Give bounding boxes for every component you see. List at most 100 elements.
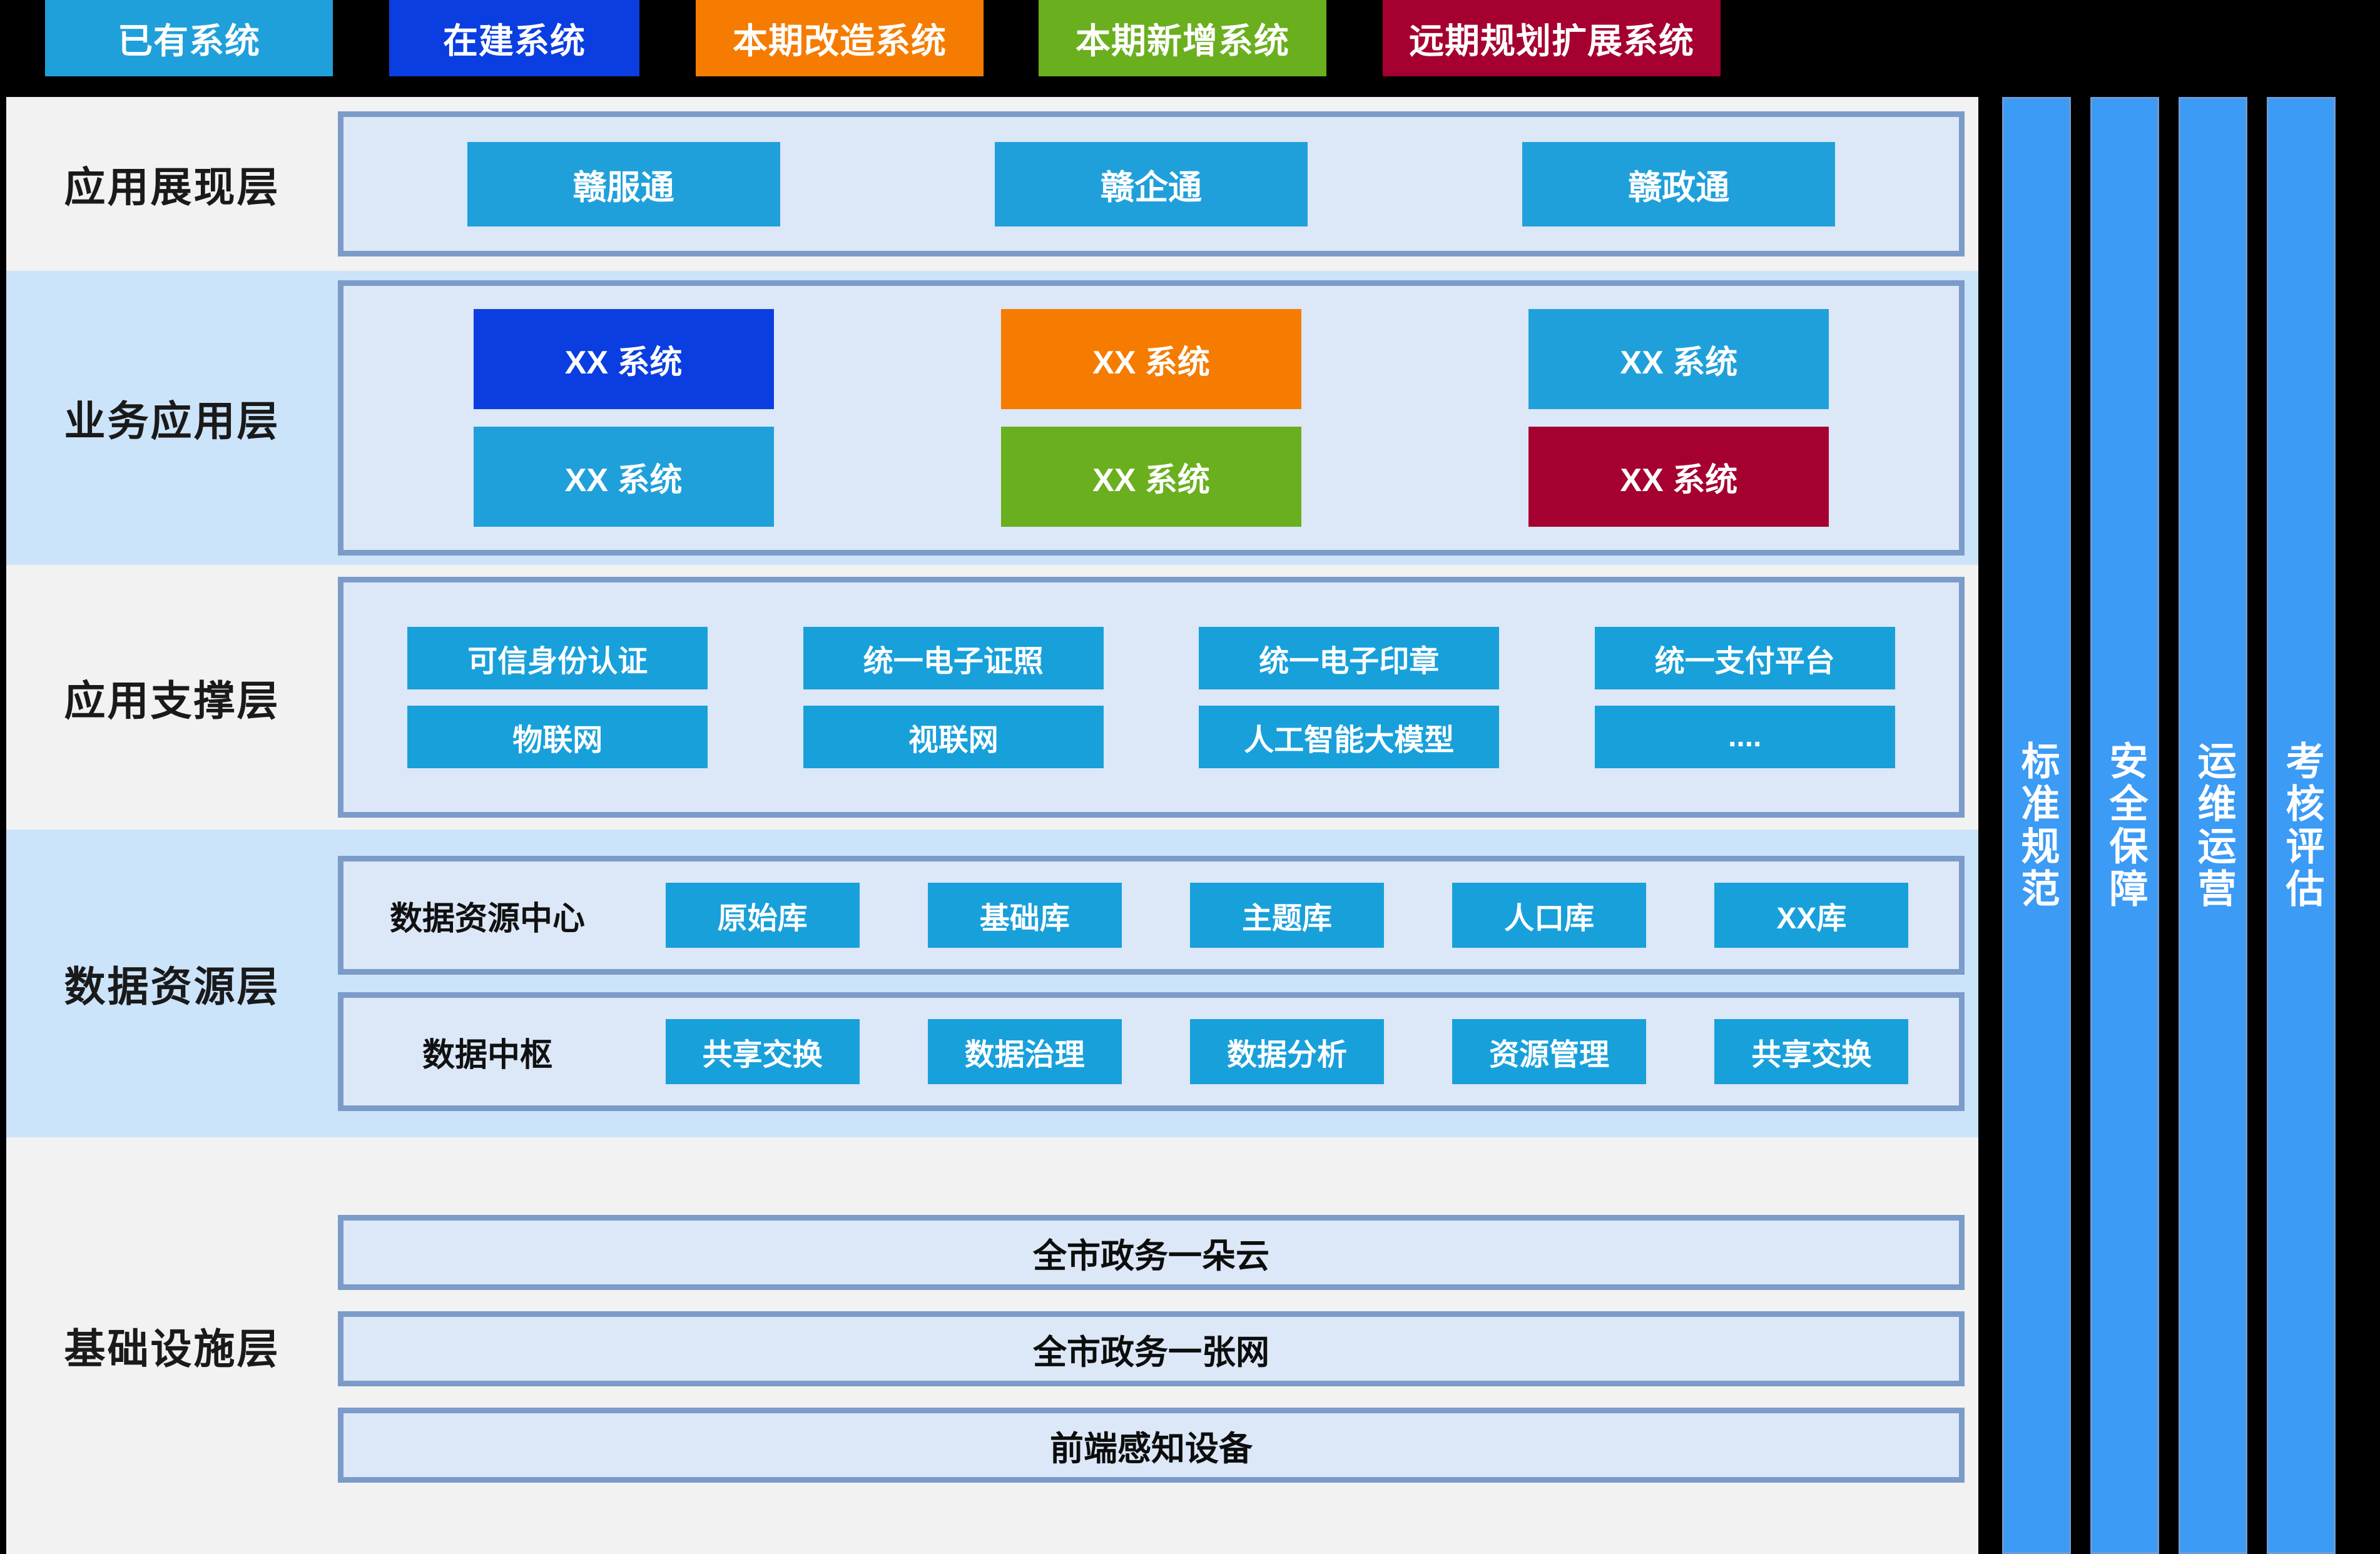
pillar-security[interactable]: 安全保障 — [2090, 97, 2159, 1554]
infra-bar-label: 全市政务一朵云 — [1033, 1237, 1269, 1275]
layer-body: 全市政务一朵云 全市政务一张网 前端感知设备 — [338, 1137, 1978, 1554]
business-row-1: XX 系统 XX 系统 XX 系统 — [360, 309, 1943, 409]
support-tile-ai-model[interactable]: 人工智能大模型 — [1199, 705, 1500, 768]
layer-body: XX 系统 XX 系统 XX 系统 XX 系统 — [338, 271, 1978, 565]
support-tile-more[interactable]: .... — [1594, 705, 1895, 768]
data-group-label-hub: 数据中枢 — [422, 1037, 552, 1074]
tile-label: 赣企通 — [1100, 168, 1202, 206]
tile-label: 赣服通 — [572, 168, 674, 206]
support-tile-trusted-identity[interactable]: 可信身份认证 — [407, 626, 708, 689]
pillar-label: 考核评估 — [2279, 740, 2323, 911]
tile-label: 人工智能大模型 — [1244, 723, 1455, 757]
tile-label: XX 系统 — [564, 344, 683, 381]
tile-label: 统一电子印章 — [1259, 644, 1440, 678]
legend-label: 在建系统 — [443, 21, 586, 61]
legend-item-refit[interactable]: 本期改造系统 — [696, 0, 984, 76]
tile-label: XX 系统 — [1092, 462, 1210, 499]
data-hub-container: 数据中枢 共享交换 数据治理 数据分析 资源管理 — [338, 992, 1965, 1111]
data-tile-analysis[interactable]: 数据分析 — [1189, 1019, 1384, 1084]
tile-label: 资源管理 — [1489, 1039, 1610, 1072]
data-tile-xx-db[interactable]: XX库 — [1714, 883, 1909, 948]
data-tile-share-exchange-2[interactable]: 共享交换 — [1714, 1019, 1909, 1084]
data-group-tiles-resource-center: 原始库 基础库 主题库 人口库 XX库 — [631, 883, 1943, 948]
data-tile-theme-db[interactable]: 主题库 — [1189, 883, 1384, 948]
layer-business-application: 业务应用层 XX 系统 XX 系统 XX 系统 — [6, 271, 1978, 565]
data-group-label-resource-center: 数据资源中心 — [389, 900, 585, 937]
legend-item-new[interactable]: 本期新增系统 — [1039, 0, 1326, 76]
infra-bar-cloud[interactable]: 全市政务一朵云 — [338, 1215, 1965, 1290]
layer-application-support: 应用支撑层 可信身份认证 统一电子证照 统一电子印章 — [6, 565, 1978, 830]
layer-label: 业务应用层 — [64, 398, 280, 444]
tile-label: 统一电子证照 — [863, 644, 1044, 678]
layer-label: 数据资源层 — [64, 963, 280, 1010]
legend-label: 本期新增系统 — [1076, 21, 1289, 61]
tile-label: 数据分析 — [1226, 1039, 1347, 1072]
data-tile-population-db[interactable]: 人口库 — [1452, 883, 1647, 948]
legend-label: 远期规划扩展系统 — [1409, 21, 1694, 61]
pillar-label: 运维运营 — [2191, 740, 2235, 911]
data-resource-center-container: 数据资源中心 原始库 基础库 主题库 人口库 — [338, 856, 1965, 975]
tile-label: 物联网 — [512, 723, 603, 757]
tile-label: XX 系统 — [1620, 344, 1738, 381]
support-pillars: 标准规范 安全保障 运维运营 考核评估 — [2002, 97, 2377, 1554]
infra-bar-label: 全市政务一张网 — [1033, 1333, 1269, 1371]
tile-label: 人口库 — [1504, 902, 1595, 935]
tile-label: 数据治理 — [964, 1039, 1085, 1072]
tile-label: 原始库 — [717, 902, 808, 935]
app-tile-ganqitong[interactable]: 赣企通 — [994, 141, 1308, 226]
pillar-label: 安全保障 — [2103, 740, 2147, 911]
business-tile-4[interactable]: XX 系统 — [473, 427, 774, 527]
pillar-assessment[interactable]: 考核评估 — [2267, 97, 2336, 1554]
data-group-tiles-hub: 共享交换 数据治理 数据分析 资源管理 共享交换 — [631, 1019, 1943, 1084]
infra-bar-sensing-devices[interactable]: 前端感知设备 — [338, 1408, 1965, 1483]
legend-label: 已有系统 — [118, 21, 260, 61]
tile-label: 可信身份认证 — [467, 644, 648, 678]
layer-body: 数据资源中心 原始库 基础库 主题库 人口库 — [338, 830, 1978, 1137]
support-tile-ecert[interactable]: 统一电子证照 — [803, 626, 1104, 689]
pillar-standards[interactable]: 标准规范 — [2002, 97, 2071, 1554]
business-row-2: XX 系统 XX 系统 XX 系统 — [360, 427, 1943, 527]
data-tile-resource-management[interactable]: 资源管理 — [1452, 1019, 1647, 1084]
layer-stack: 应用展现层 赣服通 赣企通 赣政通 业务应用层 — [6, 97, 1978, 1554]
app-tile-ganzhengtong[interactable]: 赣政通 — [1522, 141, 1836, 226]
tile-label: 基础库 — [979, 902, 1070, 935]
layer-infrastructure: 基础设施层 全市政务一朵云 全市政务一张网 前端感知设备 — [6, 1137, 1978, 1554]
support-tile-eseal[interactable]: 统一电子印章 — [1199, 626, 1500, 689]
tile-label: XX 系统 — [1620, 462, 1738, 499]
legend-item-future[interactable]: 远期规划扩展系统 — [1383, 0, 1721, 76]
tile-label: 视联网 — [908, 723, 999, 757]
infra-bar-label: 前端感知设备 — [1050, 1430, 1253, 1468]
layer-application-presentation: 应用展现层 赣服通 赣企通 赣政通 — [6, 97, 1978, 271]
data-tile-share-exchange-1[interactable]: 共享交换 — [665, 1019, 860, 1084]
tile-label: 主题库 — [1241, 902, 1332, 935]
tile-label: 赣政通 — [1628, 168, 1730, 206]
layer-body: 赣服通 赣企通 赣政通 — [338, 97, 1978, 271]
layer-label: 应用展现层 — [64, 164, 280, 210]
business-tile-2[interactable]: XX 系统 — [1000, 309, 1301, 409]
pillar-operations[interactable]: 运维运营 — [2179, 97, 2247, 1554]
support-tile-video-network[interactable]: 视联网 — [803, 705, 1104, 768]
legend-label: 本期改造系统 — [733, 21, 947, 61]
support-row-1: 可信身份认证 统一电子证照 统一电子印章 统一支付平台 — [360, 626, 1943, 689]
support-container: 可信身份认证 统一电子证照 统一电子印章 统一支付平台 — [338, 577, 1965, 818]
legend-item-building[interactable]: 在建系统 — [389, 0, 639, 76]
pillar-label: 标准规范 — [2015, 740, 2058, 911]
data-tile-base-db[interactable]: 基础库 — [927, 883, 1122, 948]
data-tile-governance[interactable]: 数据治理 — [927, 1019, 1122, 1084]
legend-item-existing[interactable]: 已有系统 — [45, 0, 333, 76]
infra-bar-network[interactable]: 全市政务一张网 — [338, 1311, 1965, 1386]
support-tile-payment[interactable]: 统一支付平台 — [1594, 626, 1895, 689]
presentation-container: 赣服通 赣企通 赣政通 — [338, 111, 1965, 256]
layer-body: 可信身份认证 统一电子证照 统一电子印章 统一支付平台 — [338, 565, 1978, 830]
support-tile-iot[interactable]: 物联网 — [407, 705, 708, 768]
layer-data-resource: 数据资源层 数据资源中心 原始库 基础库 主题库 — [6, 830, 1978, 1137]
business-tile-5[interactable]: XX 系统 — [1000, 427, 1301, 527]
business-tile-1[interactable]: XX 系统 — [473, 309, 774, 409]
tile-label: XX库 — [1776, 902, 1847, 935]
layer-label: 基础设施层 — [64, 1326, 280, 1372]
business-tile-3[interactable]: XX 系统 — [1528, 309, 1829, 409]
app-tile-ganfutong[interactable]: 赣服通 — [467, 141, 780, 226]
business-tile-6[interactable]: XX 系统 — [1528, 427, 1829, 527]
data-tile-raw-db[interactable]: 原始库 — [665, 883, 860, 948]
